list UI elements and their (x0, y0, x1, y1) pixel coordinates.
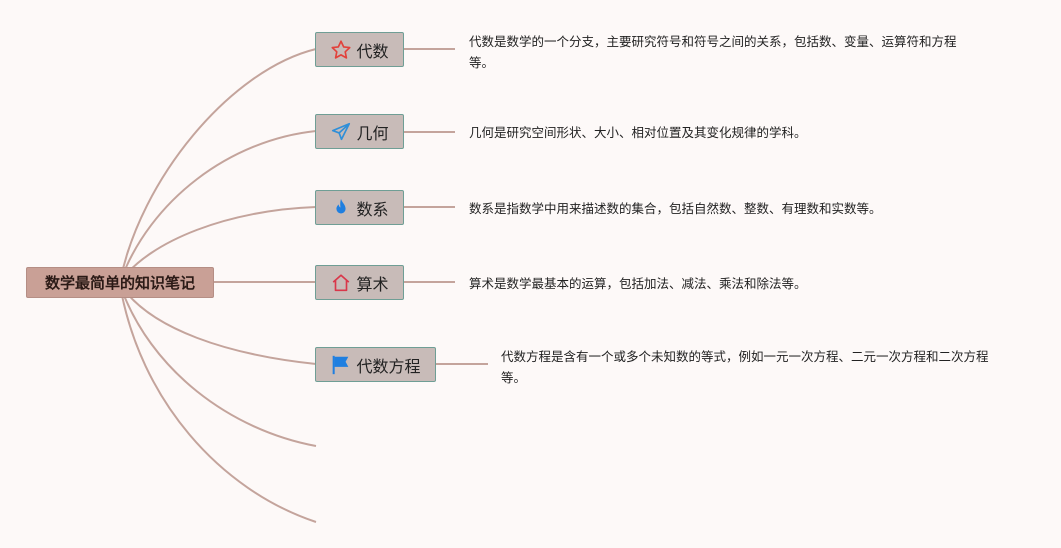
home-icon (330, 272, 352, 294)
topic-node-geometry[interactable]: 几何 (315, 114, 404, 149)
topic-label: 代数 (356, 41, 389, 61)
branch-to-algebra (119, 48, 317, 283)
topic-description: 代数方程是含有一个或多个未知数的等式，例如一元一次方程、二元一次方程和二次方程等… (501, 349, 989, 385)
topic-description: 数系是指数学中用来描述数的集合，包括自然数、整数、有理数和实数等。 (469, 201, 882, 216)
topic-node-algebraic-equation[interactable]: 代数方程 (315, 347, 436, 382)
root-topic[interactable]: 数学最简单的知识笔记 (26, 267, 214, 298)
topic-label: 代数方程 (356, 356, 421, 376)
flag-icon (330, 354, 352, 376)
topic-label: 几何 (356, 123, 389, 143)
topic-node-number-system[interactable]: 数系 (315, 190, 404, 225)
topic-label: 算术 (356, 274, 389, 294)
topic-description: 几何是研究空间形状、大小、相对位置及其变化规律的学科。 (469, 125, 807, 140)
root-topic-label: 数学最简单的知识笔记 (44, 274, 195, 292)
topic-description: 算术是数学最基本的运算，包括加法、减法、乘法和除法等。 (469, 276, 807, 291)
topic-description: 代数是数学的一个分支，主要研究符号和符号之间的关系，包括数、变量、运算符和方程等… (469, 34, 957, 70)
star-icon (330, 39, 352, 61)
branch-to-geometry (119, 130, 317, 283)
topic-node-algebra[interactable]: 代数 (315, 32, 404, 67)
topic-label: 数系 (356, 199, 389, 219)
flame-icon (330, 197, 352, 219)
branch-empty-2 (119, 284, 317, 523)
paper-plane-icon (330, 121, 352, 143)
branch-empty-1 (119, 284, 317, 447)
branch-to-algebraic-equation (119, 283, 317, 365)
topic-node-arithmetic[interactable]: 算术 (315, 265, 404, 300)
